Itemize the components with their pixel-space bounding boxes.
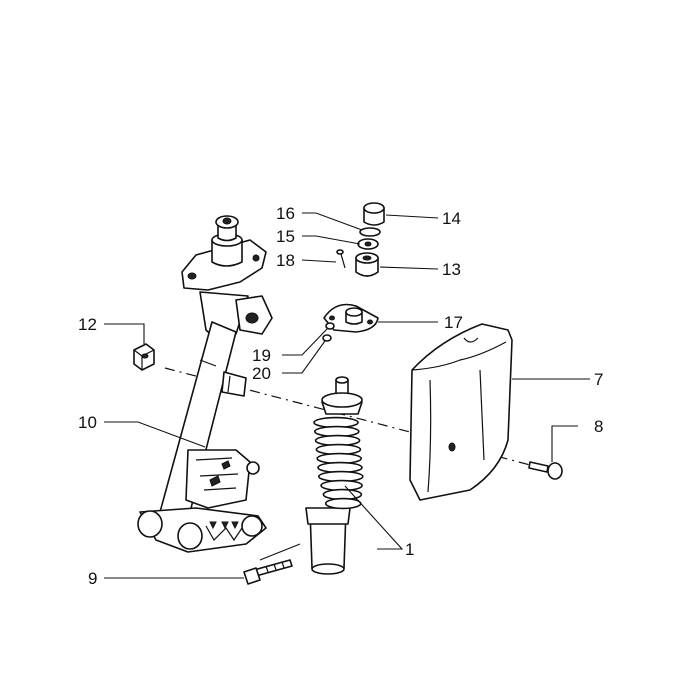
leader-19 bbox=[282, 327, 329, 356]
part-12-nut bbox=[133, 343, 155, 371]
spring-coil bbox=[324, 497, 362, 510]
leader-12 bbox=[104, 323, 145, 344]
part-18-split-pin bbox=[336, 249, 346, 269]
callout-8: 8 bbox=[594, 417, 603, 436]
callout-15: 15 bbox=[276, 227, 295, 246]
callout-18: 18 bbox=[276, 251, 295, 270]
leader-8 bbox=[551, 425, 578, 462]
leader-10 bbox=[104, 421, 206, 448]
leader-14 bbox=[385, 214, 439, 219]
leader-16 bbox=[302, 212, 363, 231]
leader-9b bbox=[259, 543, 301, 561]
part-20-nut bbox=[322, 334, 332, 342]
callout-13: 13 bbox=[442, 260, 461, 279]
part-7-side-cover bbox=[409, 323, 513, 501]
callout-10: 10 bbox=[78, 413, 97, 432]
steering-tube-assembly bbox=[137, 215, 273, 553]
part-14-cap bbox=[363, 202, 385, 226]
part-1-shock-absorber bbox=[305, 376, 364, 575]
part-17-mount-plate bbox=[323, 303, 379, 333]
callout-14: 14 bbox=[442, 209, 461, 228]
part-13-rubber-bush bbox=[355, 252, 379, 277]
leader-15 bbox=[302, 235, 361, 245]
callout-17: 17 bbox=[444, 313, 463, 332]
part-9-bolt bbox=[243, 559, 293, 585]
callout-19: 19 bbox=[252, 346, 271, 365]
callout-7: 7 bbox=[594, 370, 603, 389]
leader-1 bbox=[344, 485, 404, 550]
callout-16: 16 bbox=[276, 204, 295, 223]
callout-9: 9 bbox=[88, 569, 97, 588]
leader-13 bbox=[379, 266, 439, 270]
mounting-axis-line bbox=[164, 367, 411, 433]
spring-coils bbox=[313, 416, 364, 510]
part-19-washer bbox=[325, 322, 335, 330]
callout-1: 1 bbox=[405, 540, 414, 559]
callout-20: 20 bbox=[252, 364, 271, 383]
part-15-washer bbox=[357, 238, 379, 250]
callout-12: 12 bbox=[78, 315, 97, 334]
leader-20 bbox=[282, 340, 326, 374]
part-8-bolt bbox=[528, 461, 563, 480]
leader-18 bbox=[301, 259, 337, 263]
part-16-washer bbox=[359, 227, 381, 237]
